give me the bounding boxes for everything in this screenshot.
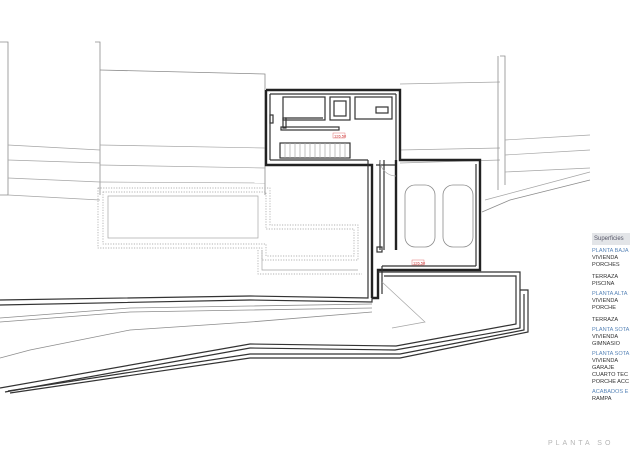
ramp-outline (0, 271, 529, 394)
legend-section-title: PLANTA ALTA (592, 291, 628, 297)
legend-item: PORCHE ACC (592, 379, 629, 385)
staircase (279, 142, 351, 159)
room-area-labels: 126.50 126.50 (332, 132, 426, 265)
legend-item: CUARTO TEC (592, 372, 629, 378)
adjacent-building-outline-left (0, 41, 101, 201)
car-outlines (404, 184, 474, 248)
plan-title: PLANTA SO (548, 440, 614, 447)
legend-item: VIVIENDA (592, 298, 619, 304)
legend-group: TERRAZA PISCINA (592, 274, 630, 288)
legend-item: RAMPA (592, 396, 612, 402)
legend-item: PORCHE (592, 305, 616, 311)
surface-legend: Superficies PLANTA BAJA VIVIENDA PORCHES… (592, 233, 630, 403)
legend-group: PLANTA ALTA VIVIENDA PORCHE (592, 291, 630, 312)
legend-item: TERRAZA (592, 317, 619, 323)
legend-section-title: PLANTA SOTA (592, 327, 630, 333)
legend-item: VIVIENDA (592, 255, 619, 261)
legend-item: VIVIENDA (592, 358, 619, 364)
legend-header: Superficies (592, 233, 630, 245)
legend-section-title: PLANTA SOTA (592, 351, 630, 357)
interior-details (269, 96, 474, 248)
legend-item: GIMNASIO (592, 341, 620, 347)
legend-group: PLANTA SOTA VIVIENDA GIMNASIO (592, 327, 630, 348)
legend-item: PISCINA (592, 281, 615, 287)
legend-group: ACABADOS E RAMPA (592, 389, 630, 403)
room-area-label: 126.50 (413, 260, 426, 265)
pool-outline (97, 187, 362, 275)
legend-section-title: ACABADOS E (592, 389, 629, 395)
adjacent-building-outline-right (481, 55, 591, 213)
legend-section-title: PLANTA BAJA (592, 248, 629, 254)
room-area-label: 126.50 (334, 133, 347, 138)
legend-group: PLANTA SOTA VIVIENDA GARAJE CUARTO TEC P… (592, 351, 630, 386)
roof-outline (99, 69, 501, 195)
legend-item: TERRAZA (592, 274, 619, 280)
legend-item: PORCHES (592, 262, 620, 268)
legend-group: TERRAZA (592, 317, 630, 324)
building-walls (264, 88, 482, 300)
legend-item: VIVIENDA (592, 334, 619, 340)
legend-item: GARAJE (592, 365, 615, 371)
legend-group: PLANTA BAJA VIVIENDA PORCHES (592, 248, 630, 269)
